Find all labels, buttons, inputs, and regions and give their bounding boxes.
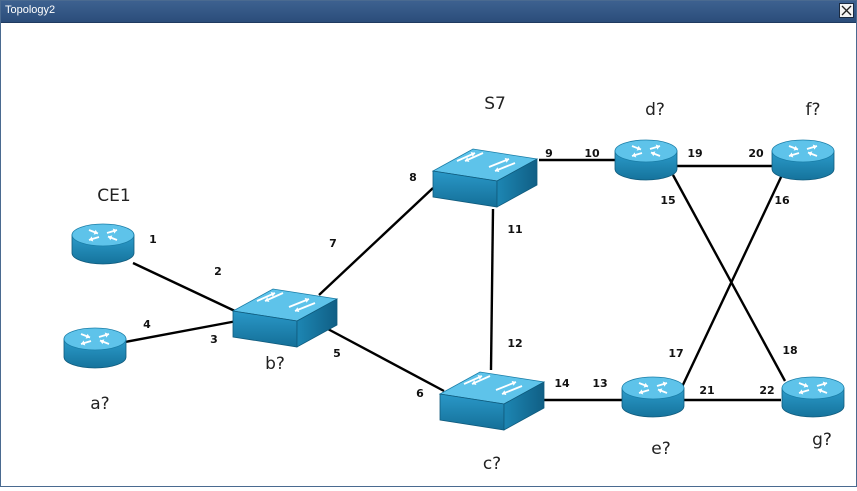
node-label-s7: S7 (484, 94, 506, 114)
title-bar[interactable]: Topology2 (1, 1, 856, 23)
port-label-18: 18 (782, 344, 797, 357)
port-label-9: 9 (545, 147, 553, 160)
port-label-2: 2 (214, 265, 222, 278)
router-ce1[interactable] (71, 223, 135, 265)
node-label-d: d? (645, 100, 665, 120)
port-label-20: 20 (748, 147, 764, 160)
link-f-e (679, 174, 784, 390)
node-label-b: b? (265, 354, 285, 374)
port-label-21: 21 (699, 384, 714, 397)
port-label-4: 4 (143, 318, 151, 331)
port-label-8: 8 (409, 171, 417, 184)
link-b-S7 (318, 187, 434, 296)
router-e[interactable] (621, 376, 685, 418)
port-label-17: 17 (668, 347, 683, 360)
link-S7-c (489, 208, 495, 371)
close-icon (840, 4, 853, 17)
port-label-10: 10 (584, 147, 600, 160)
window-title: Topology2 (5, 4, 56, 16)
node-label-e: e? (651, 439, 670, 459)
port-label-6: 6 (416, 387, 424, 400)
port-label-12: 12 (507, 337, 522, 350)
link-d-g (671, 174, 787, 382)
router-f[interactable] (771, 139, 835, 181)
link-b-c (325, 326, 445, 393)
link-CE1-b (132, 261, 238, 314)
node-label-f: f? (805, 100, 820, 120)
close-button[interactable] (839, 3, 854, 18)
switch-s7[interactable] (431, 148, 539, 208)
node-label-ce1: CE1 (97, 186, 130, 206)
node-label-c: c? (483, 454, 501, 474)
port-label-14: 14 (554, 377, 570, 390)
node-label-g: g? (812, 430, 832, 450)
router-d[interactable] (614, 139, 678, 181)
router-a[interactable] (63, 327, 127, 369)
port-label-22: 22 (759, 384, 774, 397)
switch-c[interactable] (438, 371, 546, 431)
node-label-a: a? (90, 394, 109, 414)
port-label-11: 11 (507, 223, 522, 236)
port-label-1: 1 (149, 233, 157, 246)
port-label-13: 13 (592, 377, 607, 390)
port-label-19: 19 (687, 147, 702, 160)
router-g[interactable] (781, 376, 845, 418)
port-label-15: 15 (660, 194, 675, 207)
port-label-3: 3 (210, 333, 218, 346)
port-label-5: 5 (333, 347, 341, 360)
port-label-7: 7 (329, 237, 337, 250)
port-label-16: 16 (774, 194, 790, 207)
link-a-b (124, 319, 238, 344)
switch-b[interactable] (231, 288, 339, 348)
